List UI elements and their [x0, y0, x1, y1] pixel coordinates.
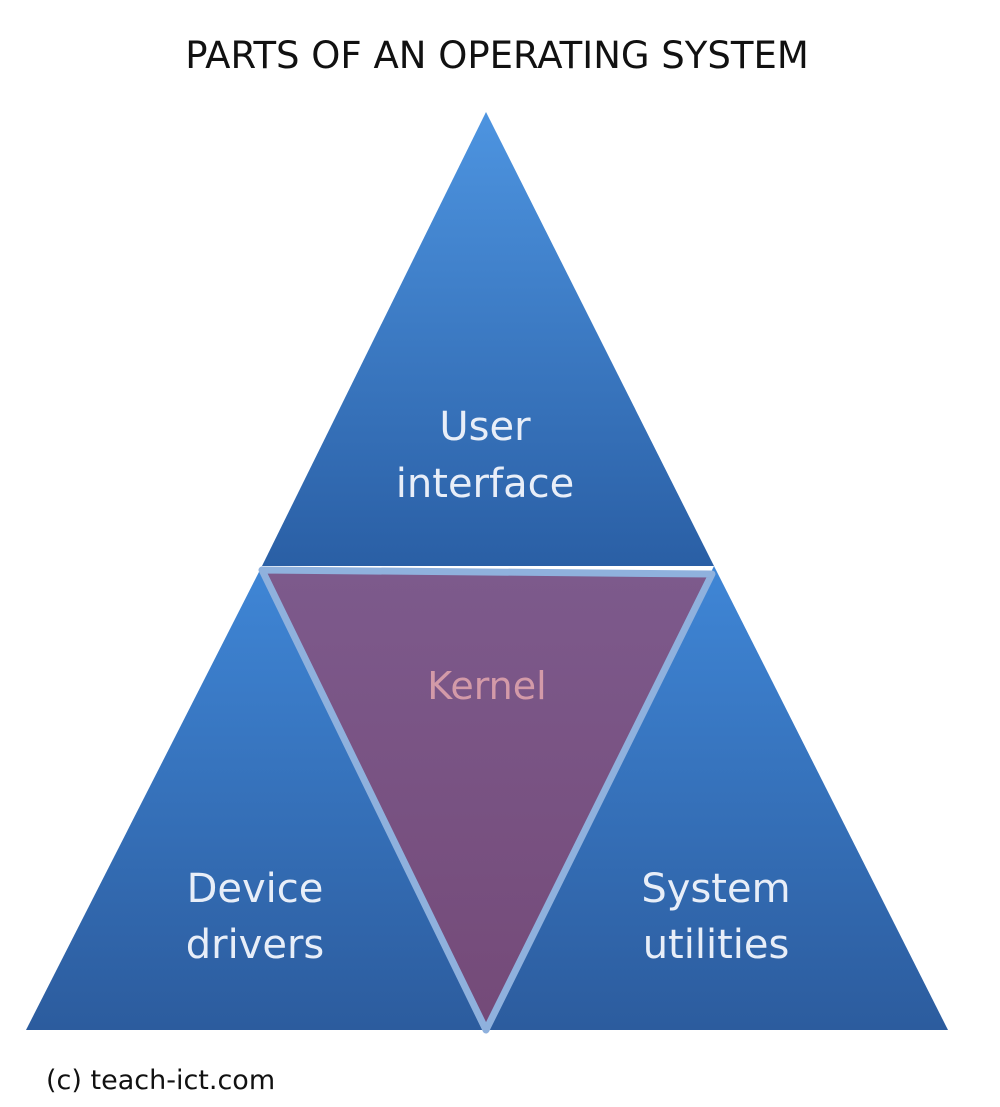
- device-drivers-triangle: [26, 566, 486, 1030]
- device-drivers-label-line1: Device: [187, 866, 324, 912]
- kernel-triangle: [258, 566, 716, 1034]
- user-interface-label-line1: User: [439, 404, 531, 450]
- user-interface-label-line2: interface: [396, 461, 574, 507]
- system-utilities-label-line2: utilities: [643, 922, 790, 968]
- user-interface-triangle: [262, 112, 714, 566]
- device-drivers-label-line2: drivers: [186, 922, 325, 968]
- system-utilities-triangle: [486, 566, 948, 1030]
- system-utilities-label-line1: System: [641, 866, 790, 912]
- copyright-credit: (c) teach-ict.com: [46, 1065, 275, 1096]
- kernel-label: Kernel: [427, 664, 546, 708]
- diagram-title: PARTS OF AN OPERATING SYSTEM: [185, 34, 809, 77]
